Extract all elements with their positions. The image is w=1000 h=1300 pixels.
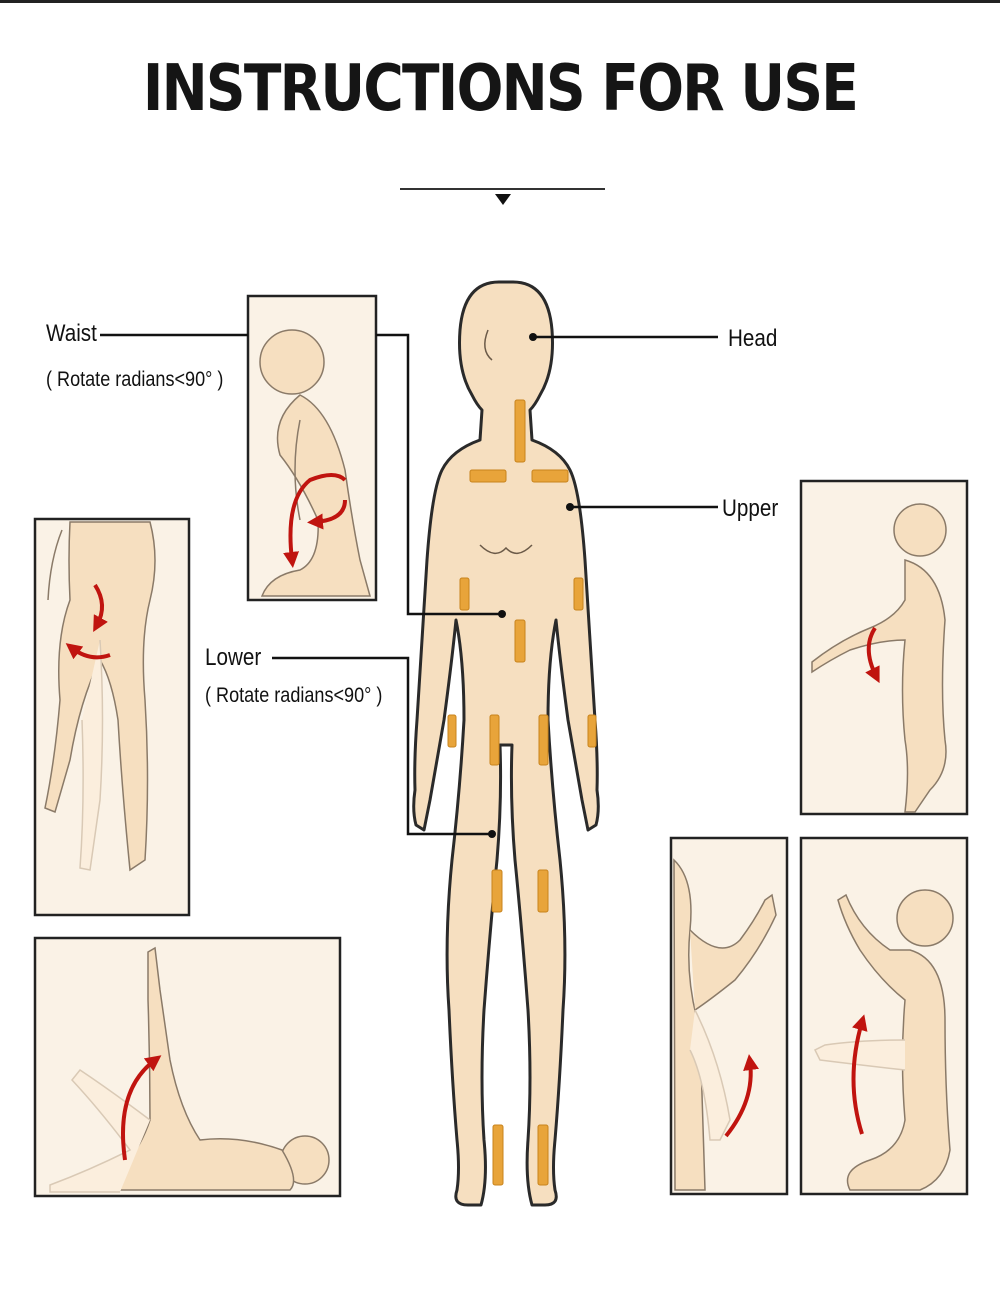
lower-note: ( Rotate radians<90° ) bbox=[205, 684, 383, 707]
leader-lines bbox=[100, 333, 718, 836]
top-border-line bbox=[0, 0, 1000, 3]
electrode-pads bbox=[447, 399, 597, 1186]
arm-raise-side-panel bbox=[669, 836, 789, 1196]
caret-down-icon bbox=[495, 194, 511, 205]
title-divider bbox=[400, 188, 605, 190]
head-label: Head bbox=[728, 325, 778, 352]
lying-leg-raise-figure bbox=[49, 946, 330, 1193]
leg-rotation-figure bbox=[44, 521, 156, 872]
arm-raise-front-figure bbox=[813, 889, 954, 1191]
upper-label: Upper bbox=[722, 495, 779, 522]
leg-raise-panel bbox=[33, 936, 342, 1198]
hip-rotation-panel bbox=[33, 517, 191, 917]
lower-label: Lower bbox=[205, 644, 262, 671]
arm-rotation-panel bbox=[799, 479, 969, 816]
page-title: INSTRUCTIONS FOR USE bbox=[142, 52, 859, 126]
waist-label: Waist bbox=[46, 320, 97, 347]
main-body-figure bbox=[412, 280, 600, 1207]
waist-note: ( Rotate radians<90° ) bbox=[46, 368, 224, 391]
waist-rotation-panel bbox=[246, 294, 378, 602]
arm-raise-front-panel bbox=[799, 836, 969, 1196]
arm-forward-figure bbox=[811, 503, 947, 813]
arm-raise-side-figure bbox=[673, 858, 777, 1191]
waist-bend-figure bbox=[259, 329, 371, 597]
